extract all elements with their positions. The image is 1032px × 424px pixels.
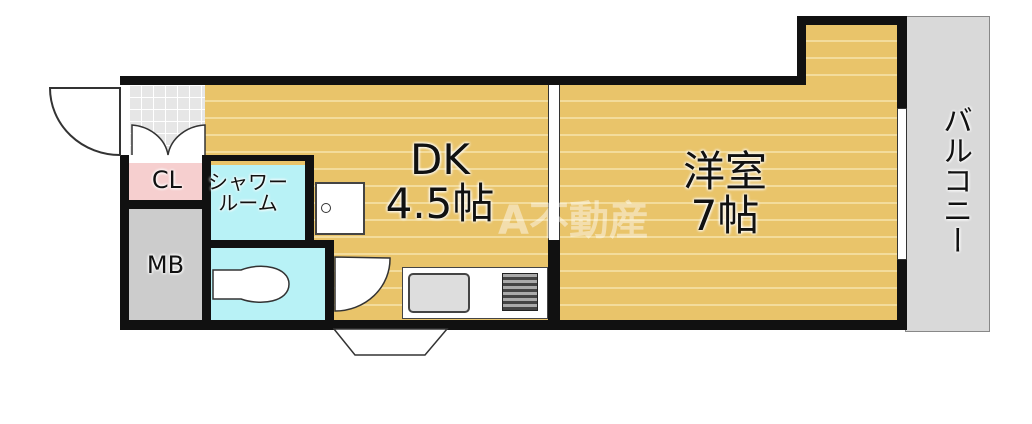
wall bbox=[305, 155, 314, 255]
shower-label-line2: ルーム bbox=[218, 191, 278, 215]
wall bbox=[325, 240, 334, 320]
western-room-label: 洋室 7帖 bbox=[650, 147, 800, 241]
shower-room-label: シャワー ルーム bbox=[203, 172, 293, 214]
outer-wall bbox=[120, 320, 907, 330]
dk-size: 4.5帖 bbox=[385, 179, 495, 229]
drain-icon bbox=[321, 203, 331, 213]
balcony-label: バルコニー bbox=[937, 105, 972, 255]
watermark: A不動産 bbox=[498, 198, 649, 244]
wall bbox=[202, 155, 314, 161]
partition-wall bbox=[548, 240, 560, 320]
entrance-door[interactable] bbox=[40, 80, 210, 160]
wall bbox=[120, 200, 210, 209]
western-room-size: 7帖 bbox=[690, 191, 760, 241]
dk-door[interactable] bbox=[333, 255, 393, 315]
outer-wall bbox=[797, 16, 907, 25]
dk-name: DK bbox=[410, 135, 470, 184]
western-room-alcove bbox=[806, 25, 897, 85]
wall bbox=[202, 155, 211, 320]
window bbox=[897, 108, 907, 260]
stove-icon bbox=[502, 273, 538, 311]
outer-wall bbox=[797, 16, 806, 85]
bay-window bbox=[333, 328, 449, 356]
western-room bbox=[560, 85, 897, 320]
dk-label: DK 4.5帖 bbox=[365, 135, 515, 229]
shower-label-line1: シャワー bbox=[208, 170, 288, 194]
folding-door[interactable] bbox=[548, 85, 560, 240]
western-room-name: 洋室 bbox=[682, 147, 767, 196]
sink-icon bbox=[408, 273, 470, 313]
meter-box bbox=[129, 209, 202, 320]
meter-box-label: MB bbox=[146, 251, 185, 279]
wall bbox=[202, 240, 334, 248]
shower-room bbox=[211, 165, 305, 240]
closet-label: CL bbox=[151, 166, 183, 194]
outer-wall bbox=[120, 76, 805, 85]
balcony bbox=[905, 16, 990, 332]
outer-wall bbox=[120, 155, 129, 330]
closet bbox=[129, 160, 205, 203]
toilet-icon bbox=[212, 265, 290, 303]
